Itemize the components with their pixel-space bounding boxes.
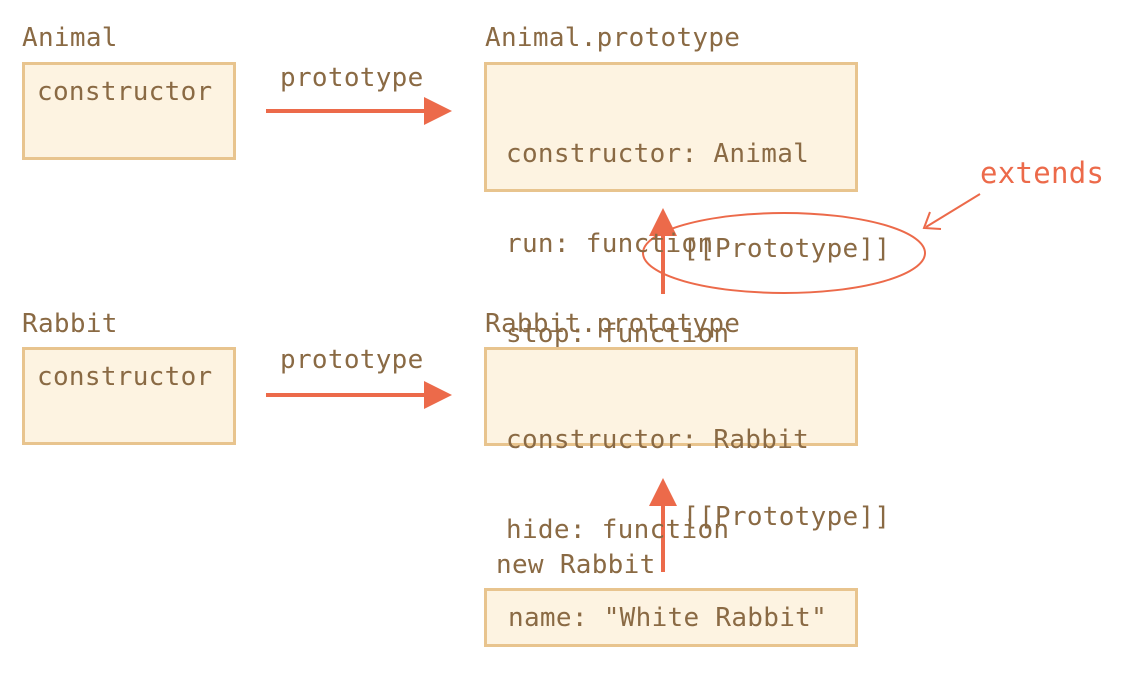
- rabbit-proto-to-animal-proto-label: [[Prototype]]: [683, 234, 891, 264]
- rabbit-constructor-line: constructor: [37, 362, 213, 392]
- animal-constructor-line: constructor: [37, 77, 213, 107]
- extends-label: extends: [980, 156, 1105, 190]
- animal-prototype-line-run: run: function: [506, 229, 714, 259]
- rabbit-box: constructor: [22, 347, 236, 445]
- animal-prototype-title: Animal.prototype: [485, 23, 741, 53]
- rabbit-instance-title: new Rabbit: [496, 550, 656, 580]
- rabbit-prototype-arrow: [266, 381, 452, 409]
- instance-to-rabbit-proto-label: [[Prototype]]: [683, 502, 891, 532]
- animal-box: constructor: [22, 62, 236, 160]
- animal-prototype-arrow-label: prototype: [280, 63, 424, 93]
- extends-pointer-arrow: [922, 193, 981, 230]
- extends-highlight-ellipse: [642, 212, 926, 294]
- animal-prototype-box: constructor: Animal run: function stop: …: [484, 62, 858, 349]
- animal-prototype-line-constructor: constructor: Animal: [506, 139, 810, 169]
- instance-to-rabbit-proto-arrow: [649, 478, 677, 572]
- animal-title: Animal: [22, 23, 118, 53]
- animal-prototype-arrow: [266, 97, 452, 125]
- rabbit-instance-line-name: name: "White Rabbit": [508, 603, 828, 633]
- rabbit-prototype-box: constructor: Rabbit hide: function: [484, 347, 858, 545]
- animal-prototype-lines: constructor: Animal run: function stop: …: [506, 79, 809, 409]
- rabbit-prototype-arrow-label: prototype: [280, 345, 424, 375]
- rabbit-prototype-title: Rabbit.prototype: [485, 309, 741, 339]
- rabbit-prototype-line-constructor: constructor: Rabbit: [506, 425, 810, 455]
- animal-prototype-line-stop: stop: function: [506, 319, 730, 349]
- rabbit-prototype-lines: constructor: Rabbit hide: function: [506, 365, 809, 605]
- rabbit-instance-box: name: "White Rabbit": [484, 588, 858, 647]
- rabbit-prototype-line-hide: hide: function: [506, 515, 730, 545]
- rabbit-title: Rabbit: [22, 309, 118, 339]
